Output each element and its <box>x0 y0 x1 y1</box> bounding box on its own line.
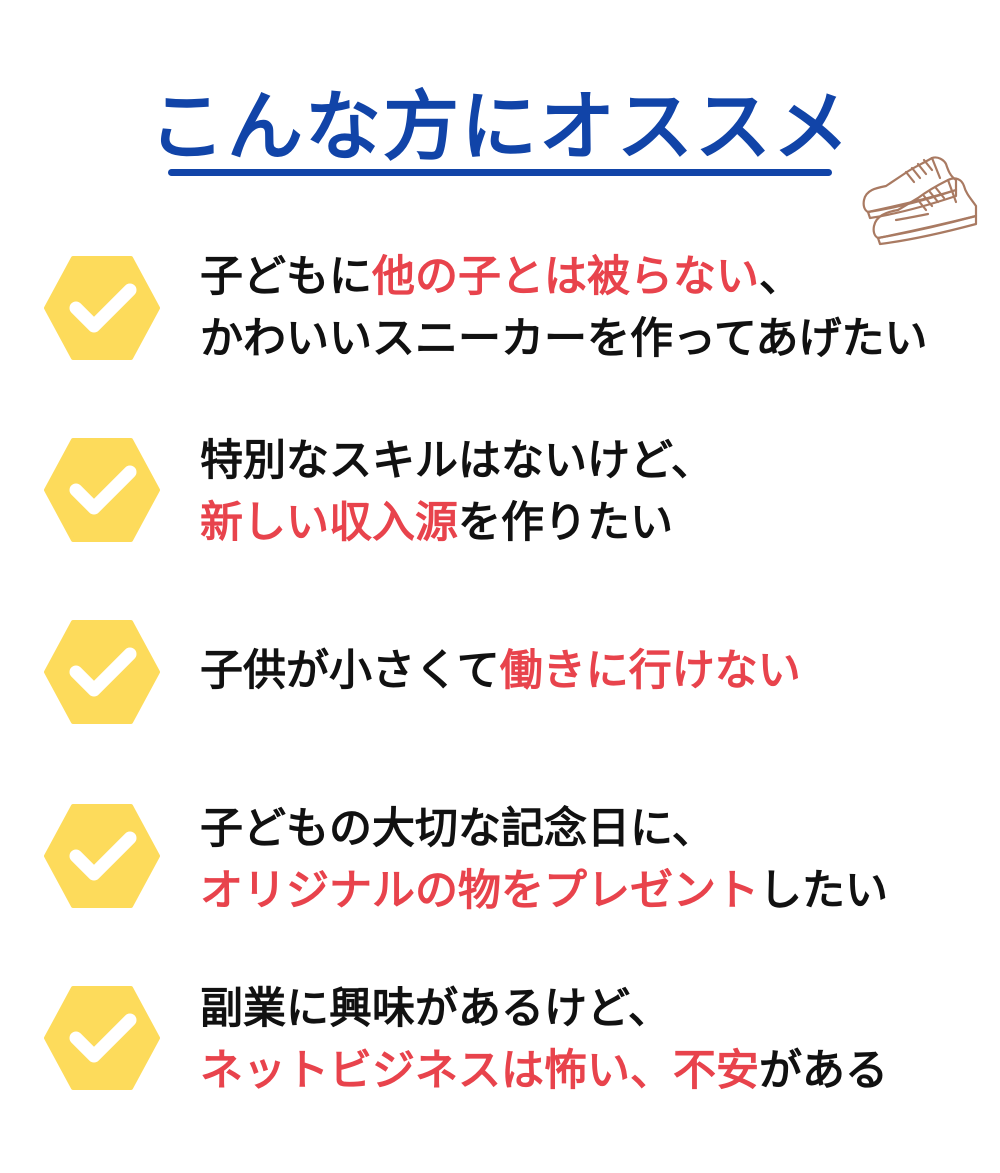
item-line-2: 新しい収入源を作りたい <box>200 492 714 554</box>
body-text: したい <box>759 866 888 916</box>
body-text: 、 <box>759 252 802 302</box>
item-text: 子どもに他の子とは被らない、かわいいスニーカーを作ってあげたい <box>200 246 928 370</box>
check-hexagon-icon <box>44 438 160 542</box>
item-text: 副業に興味があるけど、ネットビジネスは怖い、不安がある <box>200 978 888 1102</box>
body-text: かわいいスニーカーを作ってあげたい <box>200 314 928 364</box>
body-text: がある <box>759 1046 888 1096</box>
check-hexagon-icon <box>44 804 160 908</box>
body-text: を作りたい <box>458 498 673 548</box>
check-hexagon-icon <box>44 256 160 360</box>
item-line-2: ネットビジネスは怖い、不安がある <box>200 1040 888 1102</box>
highlight-text: ネットビジネスは怖い、不安 <box>200 1046 759 1096</box>
item-line-2: オリジナルの物をプレゼントしたい <box>200 860 888 922</box>
check-hexagon-icon <box>44 620 160 724</box>
highlight-text: 他の子とは被らない <box>372 252 759 302</box>
item-line-1: 子どもの大切な記念日に、 <box>200 798 888 860</box>
item-line-1: 特別なスキルはないけど、 <box>200 430 714 492</box>
item-line-1: 子供が小さくて働きに行けない <box>200 640 801 702</box>
body-text: 子どもの大切な記念日に、 <box>200 804 715 854</box>
item-text: 子どもの大切な記念日に、オリジナルの物をプレゼントしたい <box>200 798 888 922</box>
body-text: 子どもに <box>200 252 372 302</box>
body-text: 副業に興味があるけど、 <box>200 984 671 1034</box>
sneakers-icon <box>862 156 978 246</box>
item-text: 子供が小さくて働きに行けない <box>200 640 801 702</box>
page-title: こんな方にオススメ <box>149 82 851 171</box>
highlight-text: 働きに行けない <box>499 646 801 696</box>
title-underline <box>168 169 832 176</box>
highlight-text: 新しい収入源 <box>200 498 458 548</box>
item-line-2: かわいいスニーカーを作ってあげたい <box>200 308 928 370</box>
check-hexagon-icon <box>44 986 160 1090</box>
item-line-1: 副業に興味があるけど、 <box>200 978 888 1040</box>
item-text: 特別なスキルはないけど、新しい収入源を作りたい <box>200 430 714 554</box>
body-text: 特別なスキルはないけど、 <box>200 436 714 486</box>
body-text: 子供が小さくて <box>200 646 500 696</box>
item-line-1: 子どもに他の子とは被らない、 <box>200 246 928 308</box>
highlight-text: オリジナルの物をプレゼント <box>200 866 759 916</box>
